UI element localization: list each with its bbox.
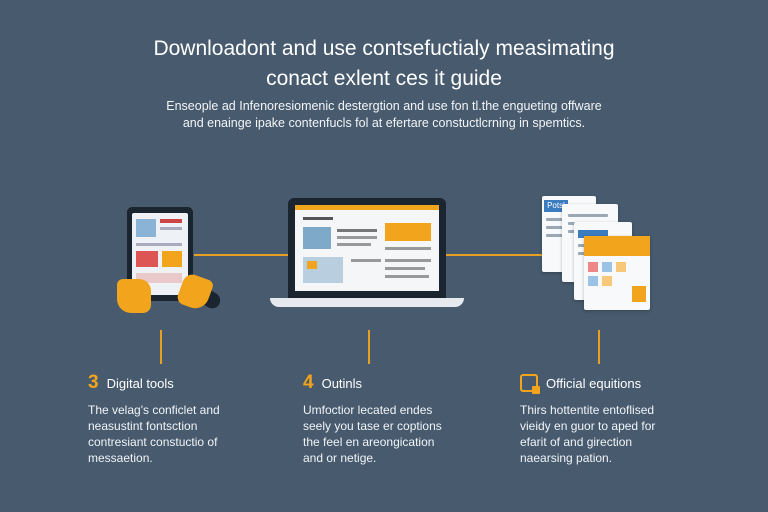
title-line-1: Downloadont and use contsefuctialy measi… xyxy=(153,37,615,60)
title-line-2: conact exlent ces it guide xyxy=(266,67,502,90)
document-block xyxy=(602,262,612,272)
document-check-icon xyxy=(520,374,540,394)
column-body-line: the feel en areongication xyxy=(303,435,435,449)
document-page xyxy=(584,236,650,310)
page-title: Downloadont and use contsefuctialy measi… xyxy=(0,34,768,94)
page-subtitle: Enseople ad Infenoresiomenic destergtion… xyxy=(0,98,768,132)
column-body: Umfoctior lecated endes seely you tase e… xyxy=(303,402,493,466)
laptop-block xyxy=(385,275,429,278)
laptop-screen xyxy=(295,205,439,291)
column-body-line: messaetion. xyxy=(88,451,153,465)
laptop-block xyxy=(385,223,431,241)
column-body-line: The velag's conficlet and xyxy=(88,403,220,417)
column-body-line: neasustint fontsction xyxy=(88,419,198,433)
laptop-block xyxy=(337,243,371,246)
tablet-block xyxy=(136,243,182,246)
column-number: 3 xyxy=(88,372,99,393)
column-header: 4 Outinls xyxy=(303,372,493,394)
document-header-bar xyxy=(584,236,650,256)
column-header: 3 Digital tools xyxy=(88,372,278,394)
column-body-line: and or netige. xyxy=(303,451,377,465)
document-line xyxy=(568,214,608,217)
column-body-line: Umfoctior lecated endes xyxy=(303,403,433,417)
column-title: Digital tools xyxy=(106,375,174,391)
laptop-block xyxy=(307,261,317,269)
tablet-block xyxy=(162,251,182,267)
tablet-block xyxy=(160,219,182,223)
laptop-block xyxy=(337,236,377,239)
laptop-device xyxy=(288,198,446,298)
connector-drop-2 xyxy=(368,330,370,364)
document-block xyxy=(578,230,608,238)
hand-shape xyxy=(117,279,151,313)
column-number: 4 xyxy=(303,372,314,393)
column-body-line: naearsing pation. xyxy=(520,451,613,465)
document-block xyxy=(588,262,598,272)
laptop-block xyxy=(351,259,381,262)
column-header: Official equitions xyxy=(520,372,720,394)
laptop-block xyxy=(295,205,439,210)
connector-drop-1 xyxy=(160,330,162,364)
column-body-line: Thirs hottentite entoflised xyxy=(520,403,655,417)
column-body-line: seely you tase er coptions xyxy=(303,419,442,433)
tablet-block xyxy=(136,273,182,283)
info-column-outlines: 4 Outinls Umfoctior lecated endes seely … xyxy=(303,372,493,466)
document-block xyxy=(602,276,612,286)
subtitle-line-2: and enainge ipake contenfucls fol at efe… xyxy=(182,116,586,130)
subtitle-line-1: Enseople ad Infenoresiomenic destergtion… xyxy=(166,99,602,113)
laptop-block xyxy=(303,217,333,220)
tablet-block xyxy=(136,219,156,237)
column-body-line: vieidy en guor to aped for xyxy=(520,419,656,433)
column-body-line: efarit of and girection xyxy=(520,435,633,449)
column-title: Outinls xyxy=(321,375,363,391)
laptop-block xyxy=(303,227,331,249)
column-body: Thirs hottentite entoflised vieidy en gu… xyxy=(520,402,720,466)
tablet-block xyxy=(136,251,158,267)
column-body-line: contresiant constuctio of xyxy=(88,435,218,449)
laptop-base xyxy=(270,298,464,307)
document-block xyxy=(616,262,626,272)
connector-right xyxy=(446,254,548,256)
document-block xyxy=(588,276,598,286)
laptop-block xyxy=(385,247,431,250)
info-column-digital-tools: 3 Digital tools The velag's conficlet an… xyxy=(88,372,278,466)
laptop-block xyxy=(385,259,431,262)
connector-left xyxy=(194,254,288,256)
info-column-official-equitions: Official equitions Thirs hottentite ento… xyxy=(520,372,720,466)
tablet-block xyxy=(160,227,182,230)
column-title: Official equitions xyxy=(546,375,642,391)
connector-drop-3 xyxy=(598,330,600,364)
document-block xyxy=(632,286,646,302)
column-body: The velag's conficlet and neasustint fon… xyxy=(88,402,278,466)
laptop-block xyxy=(337,229,377,232)
laptop-block xyxy=(385,267,425,270)
